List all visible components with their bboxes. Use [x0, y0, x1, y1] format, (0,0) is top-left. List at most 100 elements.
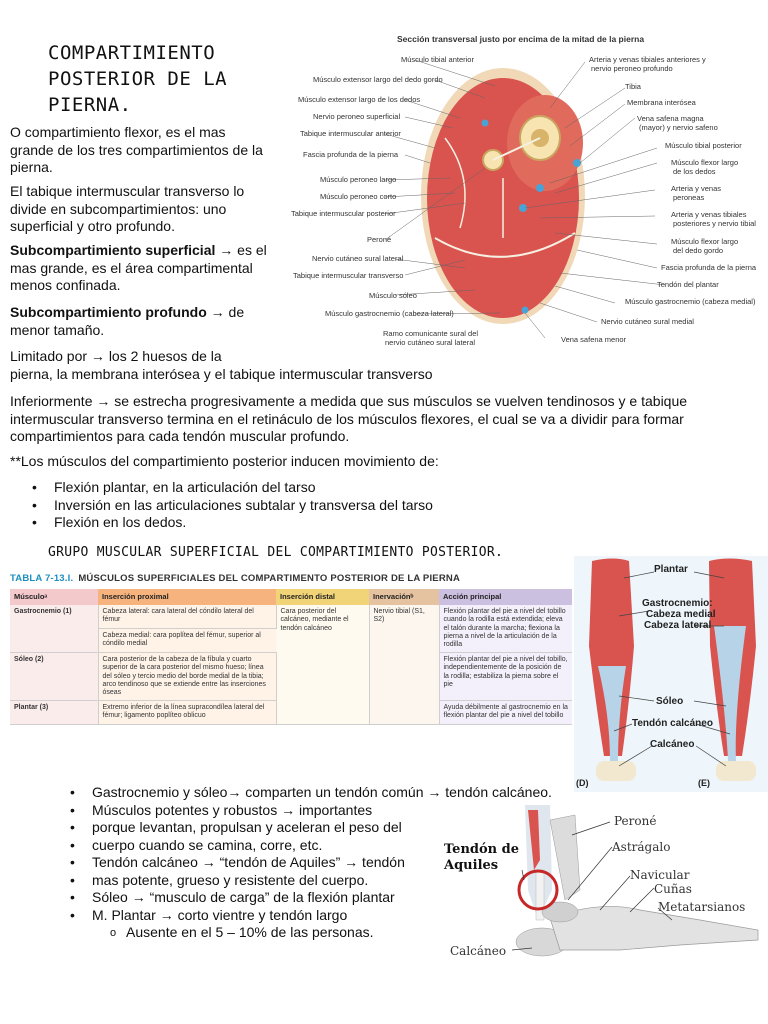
cs-label: Membrana interósea: [627, 98, 696, 107]
achilles-label-line-1: Tendón de: [444, 842, 520, 857]
list-item: Sóleo → “musculo de carga” de la flexión…: [68, 889, 568, 907]
list-item: cuerpo cuando se camina, corre, etc.: [68, 837, 568, 855]
table-row: Plantar (3) Extremo inferior de la línea…: [10, 700, 572, 725]
cs-label: Tibia: [625, 82, 641, 91]
panel-label-e: (E): [698, 778, 710, 788]
cs-label: peroneas: [673, 193, 705, 202]
title-line-3: PIERNA.: [48, 94, 132, 116]
achilles-label-line-2: Aquiles: [444, 858, 499, 873]
table-caption: TABLA 7-13.I. MÚSCULOS SUPERFICIALES DEL …: [10, 573, 572, 584]
list-item: Gastrocnemio y sóleo→ comparten un tendó…: [68, 784, 568, 802]
cs-label: Músculo gastrocnemio (cabeza lateral): [325, 309, 454, 318]
list-item: mas potente, grueso y resistente del cue…: [68, 872, 568, 890]
cs-label: Músculo tibial anterior: [401, 55, 474, 64]
cs-label: Tendón del plantar: [657, 280, 719, 289]
foot-label: Calcáneo: [450, 944, 507, 958]
table-row: Gastrocnemio (1) Cabeza lateral: cara la…: [10, 605, 572, 725]
foot-label: Metatarsianos: [658, 900, 746, 914]
table-number: TABLA 7-13.I.: [10, 573, 74, 584]
list-item: Tendón calcáneo → “tendón de Aquiles” → …: [68, 854, 568, 872]
cell-proximal: Cara posterior de la cabeza de la fíbula…: [98, 652, 277, 702]
deep-desc: → de menor tamaño.: [10, 304, 245, 338]
cs-label: Peroné: [367, 235, 392, 244]
foot-illustration: [511, 805, 759, 957]
foot-label: Cuñas: [654, 882, 692, 896]
cs-label: Arteria y venas tibiales anteriores y: [589, 55, 706, 64]
title-line-1: COMPARTIMIENTO: [48, 42, 216, 64]
cell-muscle: Gastrocnemio (1): [10, 605, 99, 654]
panel-label-d: (D): [576, 778, 589, 788]
cs-label: Músculo flexor largo: [671, 158, 739, 167]
list-item: Flexión plantar, en la articulación del …: [30, 479, 630, 497]
leg-label: Tendón calcáneo: [632, 718, 713, 729]
list-item-continued: porque levantan, propulsan y aceleran el…: [92, 819, 402, 835]
leg-illustration: [589, 558, 756, 781]
achilles-figure: Tendón de Aquiles Peroné Astrágalo Navic…: [440, 800, 768, 964]
cell-action: Flexión plantar del pie a nivel del tobi…: [439, 605, 572, 654]
cs-label: (mayor) y nervio safeno: [639, 123, 718, 132]
cs-label: Músculo extensor largo del dedo gordo: [313, 75, 443, 84]
cross-section-illustration: [384, 59, 666, 339]
cell-nerve: Nervio tibial (S1, S2): [369, 605, 440, 725]
cs-label: Fascia profunda de la pierna: [661, 263, 757, 272]
cs-label: nervio cutáneo sural lateral: [385, 338, 476, 347]
list-item-continued: mas potente, grueso y resistente del cue…: [92, 871, 369, 888]
cs-label: Nervio peroneo superficial: [313, 112, 401, 121]
col-header: Inervaciónᵇ: [369, 589, 439, 606]
summary-list: Gastrocnemio y sóleo→ comparten un tendó…: [68, 784, 568, 942]
table-caption-text: MÚSCULOS SUPERFICIALES DEL COMPARTIMENTO…: [78, 573, 461, 584]
leg-label: Gastrocnemio:: [642, 598, 713, 609]
intro-paragraph-5: Limitado por → los 2 huesos de la pierna…: [10, 348, 570, 383]
cs-label: Músculo extensor largo de los dedos: [298, 95, 421, 104]
muscle-table: TABLA 7-13.I. MÚSCULOS SUPERFICIALES DEL …: [10, 573, 572, 725]
cell-proximal: Extremo inferior de la línea supracondíl…: [98, 700, 277, 725]
cell-proximal: Cabeza medial: cara poplítea del fémur, …: [98, 628, 276, 654]
cs-label: Músculo tibial posterior: [665, 141, 742, 150]
intro-paragraph-2: El tabique intermuscular transverso lo d…: [10, 183, 245, 234]
leg-label: Calcáneo: [650, 739, 695, 750]
cs-label: Tabique intermuscular anterior: [300, 129, 401, 138]
cs-label: Vena safena magna: [637, 114, 704, 123]
list-item: Músculos potentes y robustos → important…: [68, 802, 568, 820]
cell-action: Flexión plantar del pie a nivel del tobi…: [439, 652, 572, 702]
list-item: M. Plantar → corto vientre y tendón larg…: [68, 907, 568, 925]
col-header: Inserción distal: [276, 589, 369, 606]
cell-proximal: Cabeza lateral: cara lateral del cóndilo…: [98, 605, 277, 630]
cross-section-title: Sección transversal justo por encima de …: [397, 34, 645, 44]
list-item-continued: cuerpo cuando se camina, corre, etc.: [92, 836, 323, 853]
table: Músculoᵃ Inserción proximal Inserción di…: [10, 589, 572, 725]
title-line-2: POSTERIOR DE LA: [48, 68, 228, 90]
page-title: COMPARTIMIENTO POSTERIOR DE LA PIERNA.: [48, 40, 278, 118]
cs-label: Tabique intermuscular transverso: [293, 271, 404, 280]
achilles-tendon-label: Tendón de Aquiles: [444, 842, 519, 874]
list-item: Inversión en las articulaciones subtalar…: [30, 497, 630, 515]
list-item: porque levantan, propulsan y aceleran el…: [68, 819, 568, 837]
cs-label: Músculo peroneo largo: [320, 175, 397, 184]
cs-label: de los dedos: [673, 167, 716, 176]
cs-label: Músculo flexor largo: [671, 237, 739, 246]
cs-label: Nervio cutáneo sural lateral: [312, 254, 404, 263]
cs-label: Nervio cutáneo sural medial: [601, 317, 694, 326]
cell-distal: Cara posterior del calcáneo, mediante el…: [276, 605, 370, 725]
cs-label: Arteria y venas: [671, 184, 722, 193]
cs-label: Fascia profunda de la pierna: [303, 150, 399, 159]
cs-label: del dedo gordo: [673, 246, 724, 255]
col-header: Inserción proximal: [98, 589, 276, 606]
leg-label: Plantar: [654, 564, 688, 575]
movement-list: Flexión plantar, en la articulación del …: [30, 479, 630, 532]
intro-paragraph-1: O compartimiento flexor, es el mas grand…: [10, 124, 263, 175]
col-header: Acción principal: [439, 589, 572, 606]
leg-label: Cabeza lateral: [644, 620, 712, 631]
cell-muscle: Plantar (3): [10, 700, 99, 725]
cell-muscle: Sóleo (2): [10, 652, 99, 702]
foot-label: Navicular: [630, 868, 690, 882]
cross-section-figure: Sección transversal justo por encima de …: [285, 28, 765, 353]
cs-label: nervio peroneo profundo: [591, 64, 673, 73]
deep-term: Subcompartimiento profundo: [10, 304, 207, 320]
leg-posterior-figure: Plantar Gastrocnemio: Cabeza medial Cabe…: [574, 556, 768, 792]
table-row: Sóleo (2) Cara posterior de la cabeza de…: [10, 652, 572, 702]
intro-paragraph-3: Subcompartimiento superficial → es el ma…: [10, 242, 272, 295]
cs-label: Ramo comunicante sural del: [383, 329, 479, 338]
cs-label: posteriores y nervio tibial: [673, 219, 756, 228]
limits-line-2: pierna, la membrana interósea y el tabiq…: [10, 365, 433, 382]
